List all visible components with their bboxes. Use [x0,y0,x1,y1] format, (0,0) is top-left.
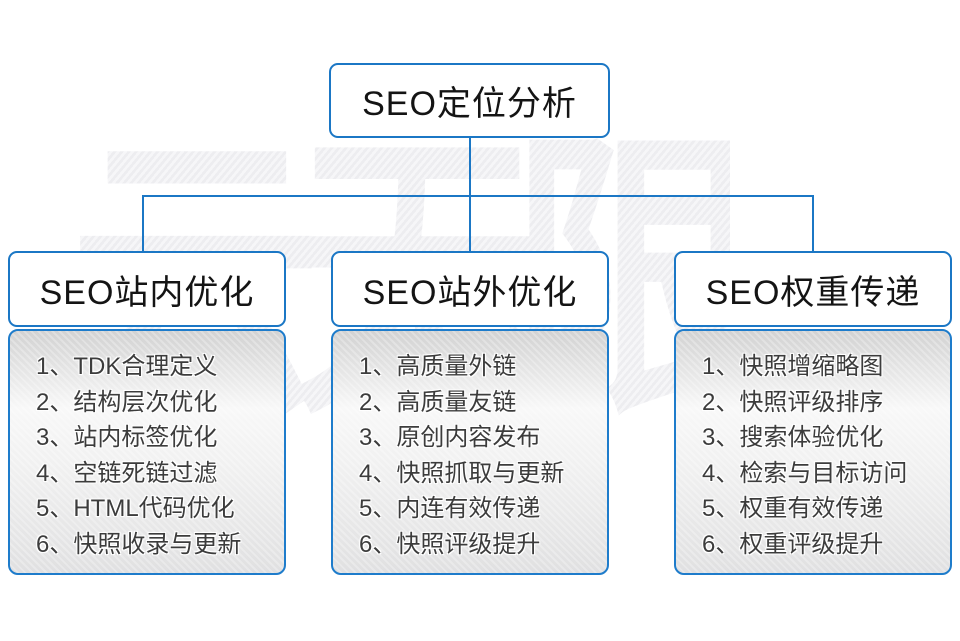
list-item: 2、快照评级排序 [702,388,884,416]
list-item: 4、快照抓取与更新 [359,459,565,487]
column-header: SEO站外优化 [331,251,609,327]
column-offsite-optimization: SEO站外优化 1、高质量外链 2、高质量友链 3、原创内容发布 4、快照抓取与… [331,251,609,575]
list-item: 2、结构层次优化 [36,388,218,416]
column-weight-transfer: SEO权重传递 1、快照增缩略图 2、快照评级排序 3、搜索体验优化 4、检索与… [674,251,952,575]
list-item: 1、TDK合理定义 [36,353,218,380]
connector-horizontal [142,195,814,197]
root-node: SEO定位分析 [329,63,610,138]
list-item: 1、快照增缩略图 [702,353,884,380]
list-item: 2、高质量友链 [359,388,517,416]
list-item: 5、权重有效传递 [702,495,884,522]
column-list-panel: 1、快照增缩略图 2、快照评级排序 3、搜索体验优化 4、检索与目标访问 5、权… [674,329,952,575]
column-title: SEO权重传递 [705,273,921,312]
list-item: 4、检索与目标访问 [702,459,908,487]
list-item: 1、高质量外链 [359,353,517,380]
connector-right-vertical [812,195,814,253]
column-header: SEO权重传递 [674,251,952,327]
column-list: 1、高质量外链 2、高质量友链 3、原创内容发布 4、快照抓取与更新 5、内连有… [333,331,607,562]
list-item: 5、HTML代码优化 [36,495,235,522]
connector-middle-vertical [469,195,471,253]
root-node-label: SEO定位分析 [362,85,577,123]
list-item: 3、站内标签优化 [36,424,218,451]
connector-root-vertical [469,136,471,197]
list-item: 4、空链死链过滤 [36,459,218,487]
column-list: 1、快照增缩略图 2、快照评级排序 3、搜索体验优化 4、检索与目标访问 5、权… [676,331,950,562]
list-item: 6、快照评级提升 [359,530,541,558]
column-onsite-optimization: SEO站内优化 1、TDK合理定义 2、结构层次优化 3、站内标签优化 4、空链… [8,251,286,575]
column-list: 1、TDK合理定义 2、结构层次优化 3、站内标签优化 4、空链死链过滤 5、H… [10,331,284,562]
list-item: 6、快照收录与更新 [36,530,242,558]
column-title: SEO站内优化 [39,273,255,312]
column-title: SEO站外优化 [362,273,578,312]
column-list-panel: 1、TDK合理定义 2、结构层次优化 3、站内标签优化 4、空链死链过滤 5、H… [8,329,286,575]
list-item: 6、权重评级提升 [702,530,884,558]
list-item: 3、搜索体验优化 [702,424,884,451]
list-item: 3、原创内容发布 [359,424,541,451]
column-list-panel: 1、高质量外链 2、高质量友链 3、原创内容发布 4、快照抓取与更新 5、内连有… [331,329,609,575]
list-item: 5、内连有效传递 [359,495,541,522]
column-header: SEO站内优化 [8,251,286,327]
connector-left-vertical [142,195,144,253]
